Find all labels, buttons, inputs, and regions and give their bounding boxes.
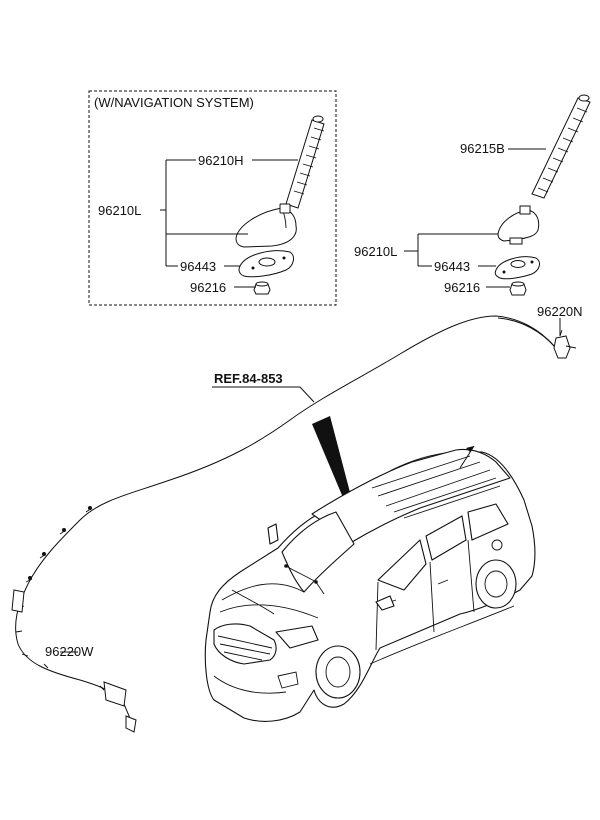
reference-label: REF.84-853: [214, 371, 283, 386]
nav-nut-icon: [253, 281, 271, 295]
navigation-group: (W/NAVIGATION SYSTEM) 96210H 96210L: [88, 90, 337, 306]
feeder-cable-group: 96220N 96220W: [11, 304, 583, 733]
label-nav-antenna-assy: 96210L: [98, 203, 141, 218]
standard-antenna-group: 96215B 96210L 96443 96216: [354, 94, 591, 296]
label-nav-nut: 96216: [190, 280, 226, 295]
std-gasket-icon: [494, 256, 540, 280]
std-nut-icon: [509, 281, 527, 296]
feeder-cable-icon: [11, 315, 557, 733]
nav-antenna-base-icon: [235, 203, 297, 248]
std-antenna-base-icon: [497, 205, 540, 245]
label-std-nut: 96216: [444, 280, 480, 295]
vehicle-illustration-icon: [204, 445, 536, 722]
label-feeder-cable: 96220W: [45, 644, 94, 659]
label-std-gasket: 96443: [434, 259, 470, 274]
nav-gasket-icon: [238, 250, 294, 278]
nav-antenna-rod-icon: [285, 115, 325, 209]
callout-wedge: [312, 416, 352, 500]
navigation-group-frame: [88, 90, 337, 306]
label-std-antenna-rod: 96215B: [460, 141, 505, 156]
navigation-group-title: (W/NAVIGATION SYSTEM): [94, 95, 254, 110]
reference-callout: REF.84-853: [212, 371, 352, 500]
label-std-antenna-assy: 96210L: [354, 244, 397, 259]
label-feeder-connector: 96220N: [537, 304, 583, 319]
std-antenna-rod-icon: [531, 94, 591, 199]
label-nav-gasket: 96443: [180, 259, 216, 274]
feeder-connector-icon: [553, 329, 577, 359]
label-nav-antenna-rod: 96210H: [198, 153, 244, 168]
